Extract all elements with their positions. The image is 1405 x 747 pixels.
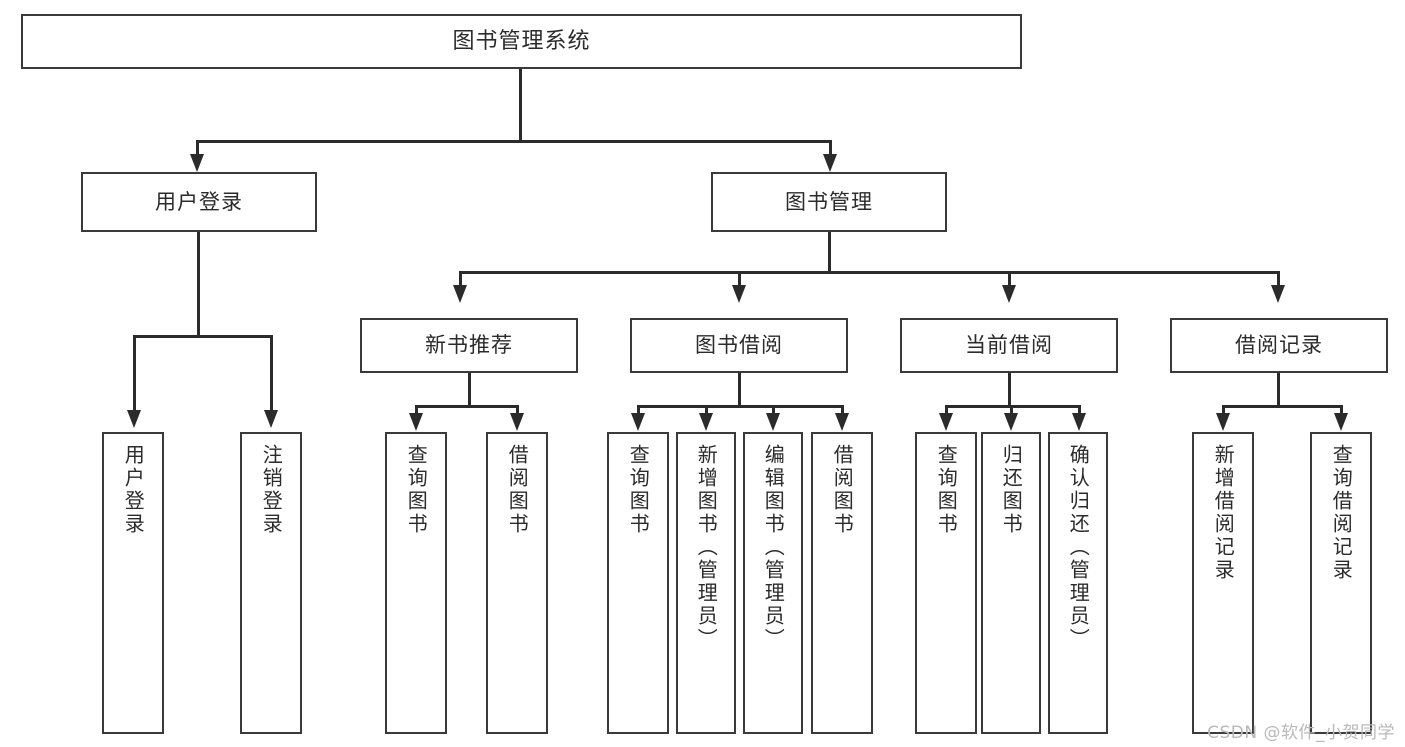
edge-root-drop-left [196,140,199,158]
edge-book-manage-bar [459,271,1278,274]
node-label: 查询借阅记录 [1329,444,1354,582]
node-leaf-query-book-recommend[interactable]: 查询图书 [385,432,447,734]
edge-user-login-drop-1 [133,335,136,414]
edge-book-borrow-drop-3 [772,405,775,417]
node-label: 查询图书 [404,444,429,536]
node-book-borrow[interactable]: 图书借阅 [630,318,848,373]
arrow-to-user-login [190,154,204,172]
edge-book-borrow-trunk [738,373,741,407]
node-label: 新书推荐 [425,333,513,358]
edge-current-borrow-drop-3 [1078,405,1081,417]
edge-root-drop-right [829,140,832,158]
edge-borrow-record-trunk [1277,373,1280,407]
node-new-book-recommend[interactable]: 新书推荐 [360,318,578,373]
edge-book-borrow-drop-2 [705,405,708,417]
node-leaf-borrow-book-recommend[interactable]: 借阅图书 [486,432,548,734]
node-label: 用户登录 [121,444,146,536]
edge-book-manage-drop-3 [1008,271,1011,289]
node-root-system[interactable]: 图书管理系统 [21,14,1022,69]
arrow-to-borrow-record-leaf-2 [1334,413,1348,431]
node-label: 新增图书（管理员） [694,444,719,651]
edge-borrow-record-bar [1222,405,1341,408]
node-label: 图书管理系统 [452,28,591,54]
edge-borrow-record-drop-1 [1222,405,1225,417]
node-leaf-query-book-current[interactable]: 查询图书 [915,432,977,734]
edge-root-trunk [519,69,522,141]
node-label: 图书借阅 [695,333,783,358]
arrow-to-book-borrow-leaf-4 [835,413,849,431]
arrow-to-new-book-leaf-1 [409,413,423,431]
edge-book-borrow-drop-1 [637,405,640,417]
node-leaf-return-book[interactable]: 归还图书 [981,432,1041,734]
arrow-to-current-borrow-leaf-1 [939,413,953,431]
node-leaf-logout[interactable]: 注销登录 [240,432,302,734]
arrow-to-book-manage [823,154,837,172]
node-label: 归还图书 [999,444,1024,536]
edge-book-borrow-bar [637,405,842,408]
edge-new-book-bar [415,405,519,408]
node-borrow-record[interactable]: 借阅记录 [1170,318,1388,373]
edge-book-borrow-drop-4 [841,405,844,417]
edge-user-login-trunk [197,232,200,336]
arrow-to-book-borrow-leaf-1 [631,413,645,431]
node-leaf-add-borrow-record[interactable]: 新增借阅记录 [1192,432,1254,734]
edge-current-borrow-trunk [1008,373,1011,407]
node-label: 用户登录 [155,189,243,214]
edge-book-manage-trunk [828,232,831,273]
arrow-to-new-book-leaf-2 [510,413,524,431]
edge-book-manage-drop-4 [1277,271,1280,289]
node-leaf-query-borrow-record[interactable]: 查询借阅记录 [1310,432,1372,734]
node-leaf-confirm-return-admin[interactable]: 确认归还（管理员） [1048,432,1108,734]
node-label: 当前借阅 [965,333,1053,358]
node-current-borrow[interactable]: 当前借阅 [900,318,1118,373]
edge-user-login-bar [133,335,272,338]
edge-current-borrow-drop-2 [1010,405,1013,417]
edge-root-bar [196,140,831,143]
node-label: 查询图书 [934,444,959,536]
node-leaf-borrow-book[interactable]: 借阅图书 [811,432,873,734]
watermark-text: CSDN @软件_小贺同学 [1207,723,1395,743]
arrow-to-current-borrow [1002,285,1016,303]
node-label: 注销登录 [259,444,284,536]
edge-new-book-drop-1 [415,405,418,417]
node-label: 查询图书 [626,444,651,536]
arrow-to-book-borrow [732,285,746,303]
node-book-manage[interactable]: 图书管理 [711,172,947,232]
node-label: 确认归还（管理员） [1066,444,1091,651]
node-user-login[interactable]: 用户登录 [81,172,317,232]
arrow-to-book-borrow-leaf-3 [766,413,780,431]
arrow-to-user-login-leaf-1 [127,410,141,428]
node-label: 编辑图书（管理员） [761,444,786,651]
arrow-to-user-login-leaf-2 [264,410,278,428]
arrow-to-current-borrow-leaf-2 [1004,413,1018,431]
edge-book-manage-drop-1 [459,271,462,289]
edge-user-login-drop-2 [270,335,273,414]
arrow-to-new-book-recommend [453,285,467,303]
arrow-to-book-borrow-leaf-2 [699,413,713,431]
node-label: 图书管理 [785,189,873,214]
node-label: 借阅记录 [1235,333,1323,358]
edge-new-book-trunk [468,373,471,407]
node-leaf-user-login[interactable]: 用户登录 [102,432,164,734]
node-label: 借阅图书 [505,444,530,536]
node-leaf-add-book-admin[interactable]: 新增图书（管理员） [676,432,736,734]
arrow-to-current-borrow-leaf-3 [1072,413,1086,431]
arrow-to-borrow-record-leaf-1 [1216,413,1230,431]
edge-new-book-drop-2 [516,405,519,417]
edge-current-borrow-drop-1 [945,405,948,417]
edge-borrow-record-drop-2 [1340,405,1343,417]
node-label: 借阅图书 [830,444,855,536]
node-leaf-edit-book-admin[interactable]: 编辑图书（管理员） [743,432,803,734]
edge-book-manage-drop-2 [738,271,741,289]
node-label: 新增借阅记录 [1211,444,1236,582]
node-leaf-query-book-borrow[interactable]: 查询图书 [607,432,669,734]
arrow-to-borrow-record [1271,285,1285,303]
